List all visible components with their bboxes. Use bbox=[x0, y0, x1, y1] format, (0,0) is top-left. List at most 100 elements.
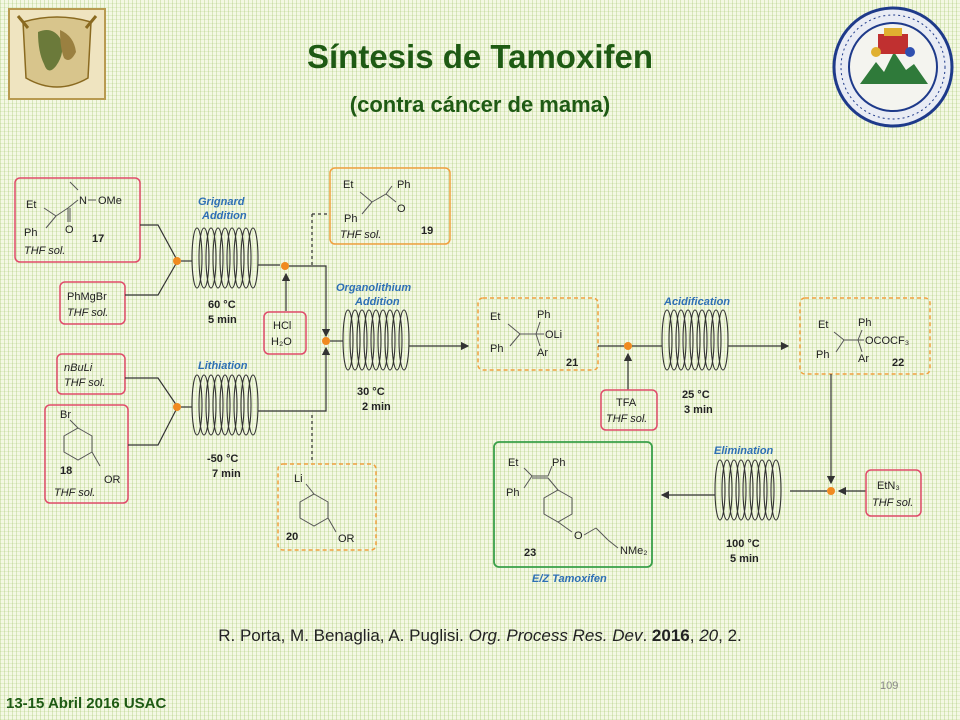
citation-pages: , 2. bbox=[718, 626, 742, 645]
citation-authors: R. Porta, M. Benaglia, A. Puglisi. bbox=[218, 626, 464, 645]
cond-lithiation-temp: -50 °C bbox=[207, 453, 238, 465]
compound-21-ph-top: Ph bbox=[537, 309, 550, 321]
page-number: 109 bbox=[880, 680, 899, 692]
compound-17-o: O bbox=[65, 224, 74, 236]
step-acidification: Acidification bbox=[663, 296, 730, 308]
compound-20-li: Li bbox=[294, 473, 303, 485]
product-ph-top: Ph bbox=[552, 457, 565, 469]
hcl-label: HCl bbox=[273, 320, 291, 332]
cond-acidification-time: 3 min bbox=[684, 404, 713, 416]
citation-journal: Org. Process Res. Dev bbox=[468, 626, 643, 645]
compound-22-number: 22 bbox=[892, 357, 904, 369]
reactor-coil-lithiation bbox=[191, 374, 259, 436]
mixer-lithiation bbox=[173, 403, 181, 411]
reagent-box-phmgbr bbox=[59, 281, 126, 325]
cond-lithiation-time: 7 min bbox=[212, 468, 241, 480]
mixer-organolithium bbox=[322, 337, 330, 345]
compound-22-ococf3: OCOCF₃ bbox=[865, 335, 909, 347]
compound-19-o: O bbox=[397, 203, 406, 215]
compound-17-et: Et bbox=[26, 199, 36, 211]
nbuli-solvent: THF sol. bbox=[64, 377, 105, 389]
compound-22-ph: Ph bbox=[816, 349, 829, 361]
product-ph: Ph bbox=[506, 487, 519, 499]
footer-date: 13-15 Abril 2016 USAC bbox=[6, 695, 167, 712]
page-subtitle: (contra cáncer de mama) bbox=[349, 92, 611, 117]
compound-17-ph: Ph bbox=[24, 227, 37, 239]
cond-organolithium-time: 2 min bbox=[362, 401, 391, 413]
unam-logo bbox=[8, 8, 106, 100]
compound-22-et: Et bbox=[818, 319, 828, 331]
citation-sep2: , bbox=[689, 626, 700, 645]
compound-18-or: OR bbox=[104, 474, 121, 486]
citation-volume: 20 bbox=[699, 626, 719, 645]
compound-22-ph-top: Ph bbox=[858, 317, 871, 329]
compound-18-solvent: THF sol. bbox=[54, 487, 95, 499]
compound-19-ph: Ph bbox=[344, 213, 357, 225]
phmgbr-label: PhMgBr bbox=[67, 291, 107, 303]
step-grignard-1: Grignard bbox=[198, 196, 245, 208]
compound-19-number: 19 bbox=[421, 225, 433, 237]
nbuli-label: nBuLi bbox=[64, 362, 93, 374]
reagent-box-nbuli bbox=[56, 353, 126, 395]
mixer-quench bbox=[281, 262, 289, 270]
intermediate-box-20 bbox=[277, 463, 377, 551]
mixer-grignard bbox=[173, 257, 181, 265]
cond-organolithium-temp: 30 °C bbox=[357, 386, 385, 398]
cond-elimination-temp: 100 °C bbox=[726, 538, 760, 550]
reagent-box-etn3 bbox=[865, 469, 922, 517]
intermediate-box-21 bbox=[477, 297, 599, 371]
compound-21-oli: OLi bbox=[545, 329, 562, 341]
compound-17-number: 17 bbox=[92, 233, 104, 245]
step-organolithium-1: Organolithium bbox=[336, 282, 411, 294]
reactor-coil-acidification bbox=[661, 309, 729, 371]
reactor-coil-grignard bbox=[191, 227, 259, 289]
tfa-label: TFA bbox=[616, 397, 637, 409]
product-caption: E/Z Tamoxifen bbox=[532, 573, 607, 585]
compound-17-n: N bbox=[79, 195, 87, 207]
reagent-box-18 bbox=[44, 404, 129, 504]
tfa-solvent: THF sol. bbox=[606, 413, 647, 425]
compound-19-solvent: THF sol. bbox=[340, 229, 381, 241]
citation: R. Porta, M. Benaglia, A. Puglisi. Org. … bbox=[0, 626, 960, 646]
compound-21-number: 21 bbox=[566, 357, 578, 369]
cond-grignard-temp: 60 °C bbox=[208, 299, 236, 311]
reagent-box-17 bbox=[14, 177, 141, 263]
compound-17-solvent: THF sol. bbox=[24, 245, 65, 257]
h2o-label: H₂O bbox=[271, 336, 292, 348]
reagent-box-hcl bbox=[263, 311, 307, 355]
compound-21-ar: Ar bbox=[537, 347, 548, 359]
product-nme2: NMe₂ bbox=[620, 545, 648, 557]
citation-year: 2016 bbox=[651, 626, 690, 645]
compound-21-ph: Ph bbox=[490, 343, 503, 355]
cond-grignard-time: 5 min bbox=[208, 314, 237, 326]
intermediate-box-19 bbox=[329, 167, 451, 245]
compound-18-number: 18 bbox=[60, 465, 72, 477]
usac-seal bbox=[832, 6, 954, 128]
compound-22-ar: Ar bbox=[858, 353, 869, 365]
product-number: 23 bbox=[524, 547, 536, 559]
mixer-elimination bbox=[827, 487, 835, 495]
product-o: O bbox=[574, 530, 583, 542]
step-organolithium-2: Addition bbox=[354, 296, 400, 308]
compound-20-or: OR bbox=[338, 533, 355, 545]
compound-19-et: Et bbox=[343, 179, 353, 191]
compound-19-ph-top: Ph bbox=[397, 179, 410, 191]
step-lithiation: Lithiation bbox=[198, 360, 248, 372]
compound-17-ome: OMe bbox=[98, 195, 122, 207]
reactor-coil-organolithium bbox=[342, 309, 410, 371]
compound-21-et: Et bbox=[490, 311, 500, 323]
etn3-solvent: THF sol. bbox=[872, 497, 913, 509]
compound-20-number: 20 bbox=[286, 531, 298, 543]
reagent-box-tfa bbox=[600, 389, 658, 431]
product-box-23 bbox=[493, 441, 653, 568]
citation-sep1: . bbox=[642, 626, 652, 645]
cond-elimination-time: 5 min bbox=[730, 553, 759, 565]
mixer-acidification bbox=[624, 342, 632, 350]
intermediate-box-22 bbox=[799, 297, 931, 375]
compound-18-br: Br bbox=[60, 409, 71, 421]
reactor-coil-elimination bbox=[714, 459, 782, 521]
cond-acidification-temp: 25 °C bbox=[682, 389, 710, 401]
page-title: Síntesis de Tamoxifen bbox=[307, 38, 653, 75]
etn3-label: EtN₃ bbox=[877, 480, 900, 492]
